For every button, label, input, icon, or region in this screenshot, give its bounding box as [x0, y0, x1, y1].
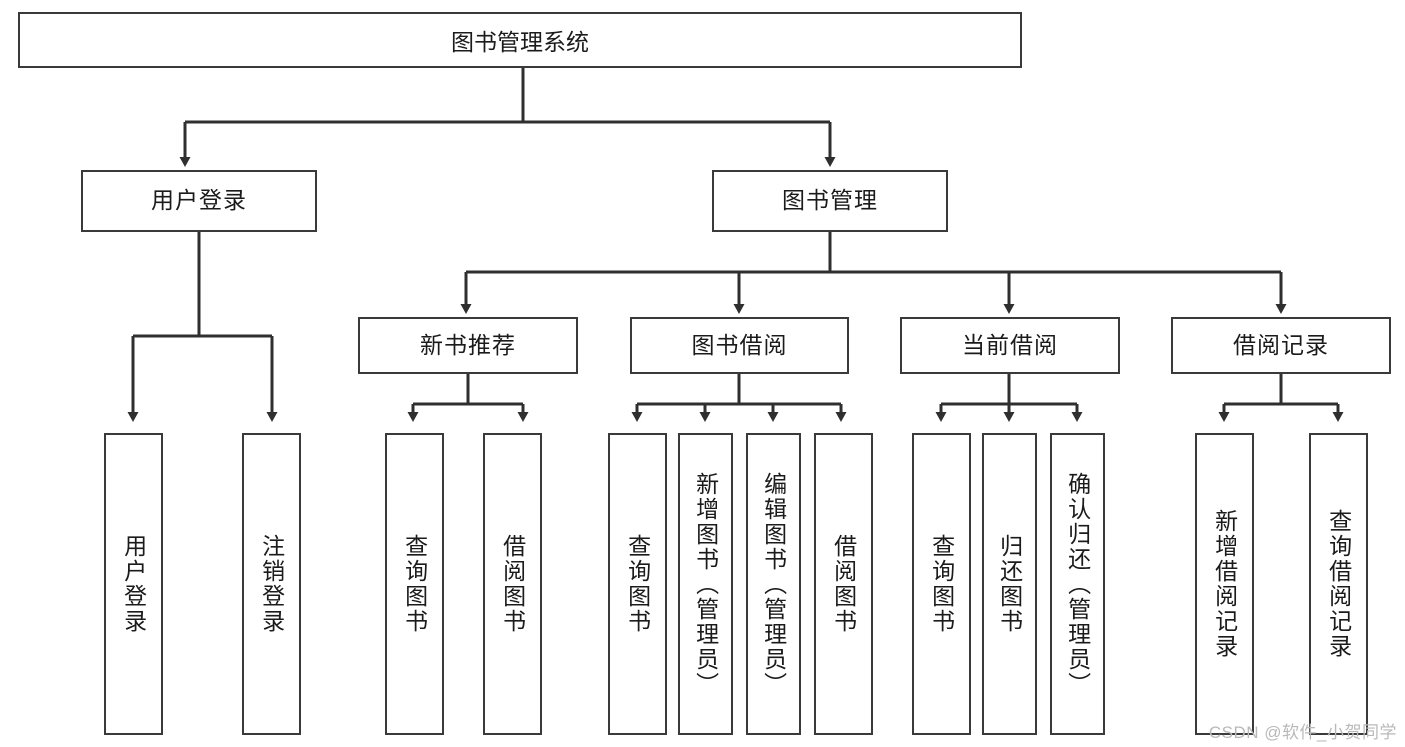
leaf-query-book-current[interactable]: 查询图书 [912, 433, 971, 735]
leaf-query-book-current-label: 查询图书 [928, 534, 955, 634]
leaf-query-borrow-record[interactable]: 查询借阅记录 [1309, 433, 1368, 735]
node-book-management-label: 图书管理 [782, 187, 878, 214]
leaf-query-book-borrow-label: 查询图书 [624, 534, 651, 634]
leaf-add-borrow-record[interactable]: 新增借阅记录 [1195, 433, 1254, 735]
leaf-user-login-label: 用户登录 [120, 534, 147, 634]
node-root[interactable]: 图书管理系统 [18, 12, 1022, 68]
node-book-borrow-label: 图书借阅 [691, 331, 788, 358]
leaf-edit-book-admin[interactable]: 编辑图书（管理员） [746, 433, 801, 735]
node-user-login[interactable]: 用户登录 [81, 170, 317, 232]
leaf-logout-label: 注销登录 [258, 534, 285, 634]
leaf-borrow-book[interactable]: 借阅图书 [814, 433, 873, 735]
leaf-query-book-rec[interactable]: 查询图书 [385, 433, 444, 735]
node-new-book-recommend[interactable]: 新书推荐 [358, 317, 578, 374]
node-borrow-records[interactable]: 借阅记录 [1171, 317, 1391, 374]
leaf-return-book-label: 归还图书 [996, 534, 1023, 634]
node-new-book-recommend-label: 新书推荐 [420, 331, 516, 358]
leaf-user-login[interactable]: 用户登录 [104, 433, 163, 735]
leaf-add-book-admin-label: 新增图书（管理员） [692, 471, 719, 697]
node-current-borrow[interactable]: 当前借阅 [900, 317, 1120, 374]
leaf-borrow-book-rec-label: 借阅图书 [499, 534, 526, 634]
leaf-logout[interactable]: 注销登录 [242, 433, 301, 735]
leaf-borrow-book-label: 借阅图书 [830, 534, 857, 634]
node-current-borrow-label: 当前借阅 [962, 331, 1058, 358]
leaf-query-book-rec-label: 查询图书 [401, 534, 428, 634]
leaf-return-book[interactable]: 归还图书 [982, 433, 1037, 735]
node-root-label: 图书管理系统 [451, 29, 589, 55]
node-user-login-label: 用户登录 [151, 187, 247, 214]
leaf-confirm-return-admin[interactable]: 确认归还（管理员） [1050, 433, 1105, 735]
leaf-query-borrow-record-label: 查询借阅记录 [1325, 509, 1352, 659]
leaf-add-borrow-record-label: 新增借阅记录 [1211, 509, 1238, 659]
leaf-edit-book-admin-label: 编辑图书（管理员） [760, 471, 787, 697]
leaf-add-book-admin[interactable]: 新增图书（管理员） [678, 433, 733, 735]
leaf-borrow-book-rec[interactable]: 借阅图书 [483, 433, 542, 735]
leaf-query-book-borrow[interactable]: 查询图书 [608, 433, 667, 735]
node-borrow-records-label: 借阅记录 [1233, 331, 1329, 358]
leaf-confirm-return-admin-label: 确认归还（管理员） [1064, 471, 1091, 697]
node-book-management[interactable]: 图书管理 [712, 170, 948, 232]
node-book-borrow[interactable]: 图书借阅 [630, 317, 849, 374]
